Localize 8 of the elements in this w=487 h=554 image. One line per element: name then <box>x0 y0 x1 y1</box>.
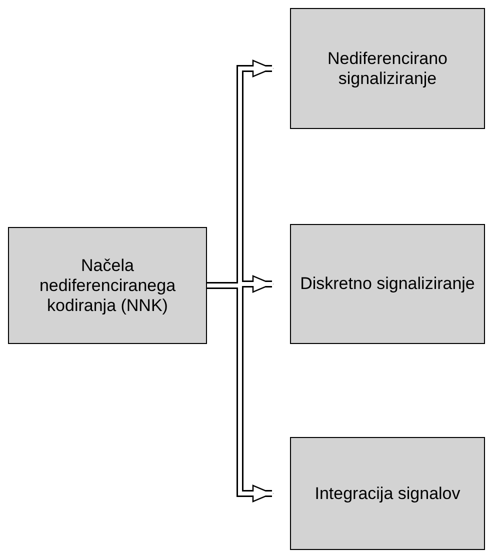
process-box <box>8 227 207 344</box>
box-label: Integracija signalov <box>314 484 462 504</box>
process-box <box>290 224 485 344</box>
box-label: Načela nediferenciranega kodiranja (NNK) <box>38 256 177 316</box>
box-label: Nediferencirano signaliziranje <box>326 48 448 88</box>
process-box <box>290 8 485 129</box>
process-box <box>290 437 485 550</box>
box-label: Diskretno signaliziranje <box>299 274 476 294</box>
